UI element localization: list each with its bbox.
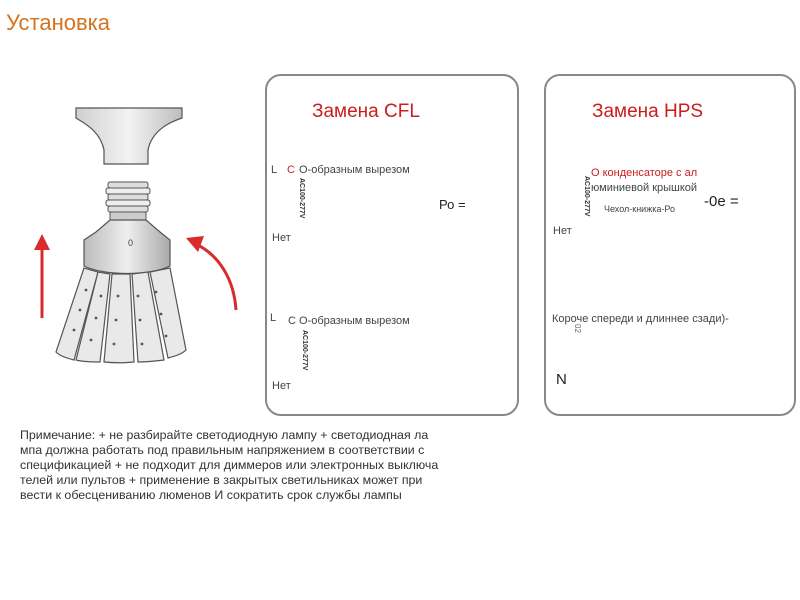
hps-top-voltage: AC100-277V bbox=[583, 176, 590, 217]
cfl-bottom-net-label: Нет bbox=[272, 380, 291, 392]
cfl-top-L-label: L bbox=[271, 164, 278, 176]
cfl-bottom-cut-label: С О-образным вырезом bbox=[288, 315, 410, 327]
cfl-bottom-L-label: L bbox=[270, 312, 277, 324]
bulb-body bbox=[83, 219, 171, 275]
cfl-top-voltage: AC100-277V bbox=[298, 178, 305, 219]
rotate-arrow-icon bbox=[186, 236, 238, 311]
hps-capacitor-label-2: юминиевой крышкой bbox=[591, 182, 698, 194]
hps-cover-label: Чехол-книжка-Ро bbox=[604, 204, 675, 214]
hps-N-label: N bbox=[556, 371, 567, 388]
installation-note: Примечание: + не разбирайте светодиодную… bbox=[20, 428, 510, 503]
note-line: мпа должна работать под правильным напря… bbox=[20, 443, 425, 457]
cfl-top-net-label: Нет bbox=[272, 232, 291, 244]
note-line: телей или пультов + применение в закрыты… bbox=[20, 473, 423, 487]
page-title: Установка bbox=[6, 10, 110, 35]
hps-oe-label: -0е = bbox=[704, 193, 739, 210]
hps-capacitor-label: О конденсаторе с ал bbox=[591, 167, 698, 179]
hps-panel bbox=[544, 74, 796, 416]
cfl-panel bbox=[265, 74, 519, 416]
ceiling-fixture bbox=[75, 107, 183, 165]
screw-base bbox=[105, 181, 151, 221]
note-line: вести к обесцениванию люменов И сократит… bbox=[20, 488, 402, 502]
led-bulb-illustration bbox=[34, 107, 238, 364]
fin-dots bbox=[72, 288, 168, 346]
hps-code-label: 02 bbox=[573, 324, 582, 333]
bulb-marker: 0 bbox=[128, 238, 134, 248]
note-line: спецификацией + не подходит для диммеров… bbox=[20, 458, 439, 472]
note-line: Примечание: + не разбирайте светодиодную… bbox=[20, 428, 429, 442]
cfl-ro-label: Ро = bbox=[439, 197, 466, 212]
cfl-top-c-label: С bbox=[287, 164, 295, 176]
hps-panel-title: Замена HPS bbox=[592, 101, 704, 122]
hps-top-net-label: Нет bbox=[553, 225, 572, 237]
cfl-panel-title: Замена CFL bbox=[312, 101, 420, 122]
hps-short-long-label: Короче спереди и длиннее сзади)- bbox=[552, 313, 729, 325]
cfl-bottom-voltage: AC100-277V bbox=[301, 330, 308, 371]
up-arrow-icon bbox=[34, 234, 50, 318]
heat-sink-fins bbox=[55, 267, 187, 364]
cfl-top-cut-label: О-образным вырезом bbox=[299, 164, 410, 176]
